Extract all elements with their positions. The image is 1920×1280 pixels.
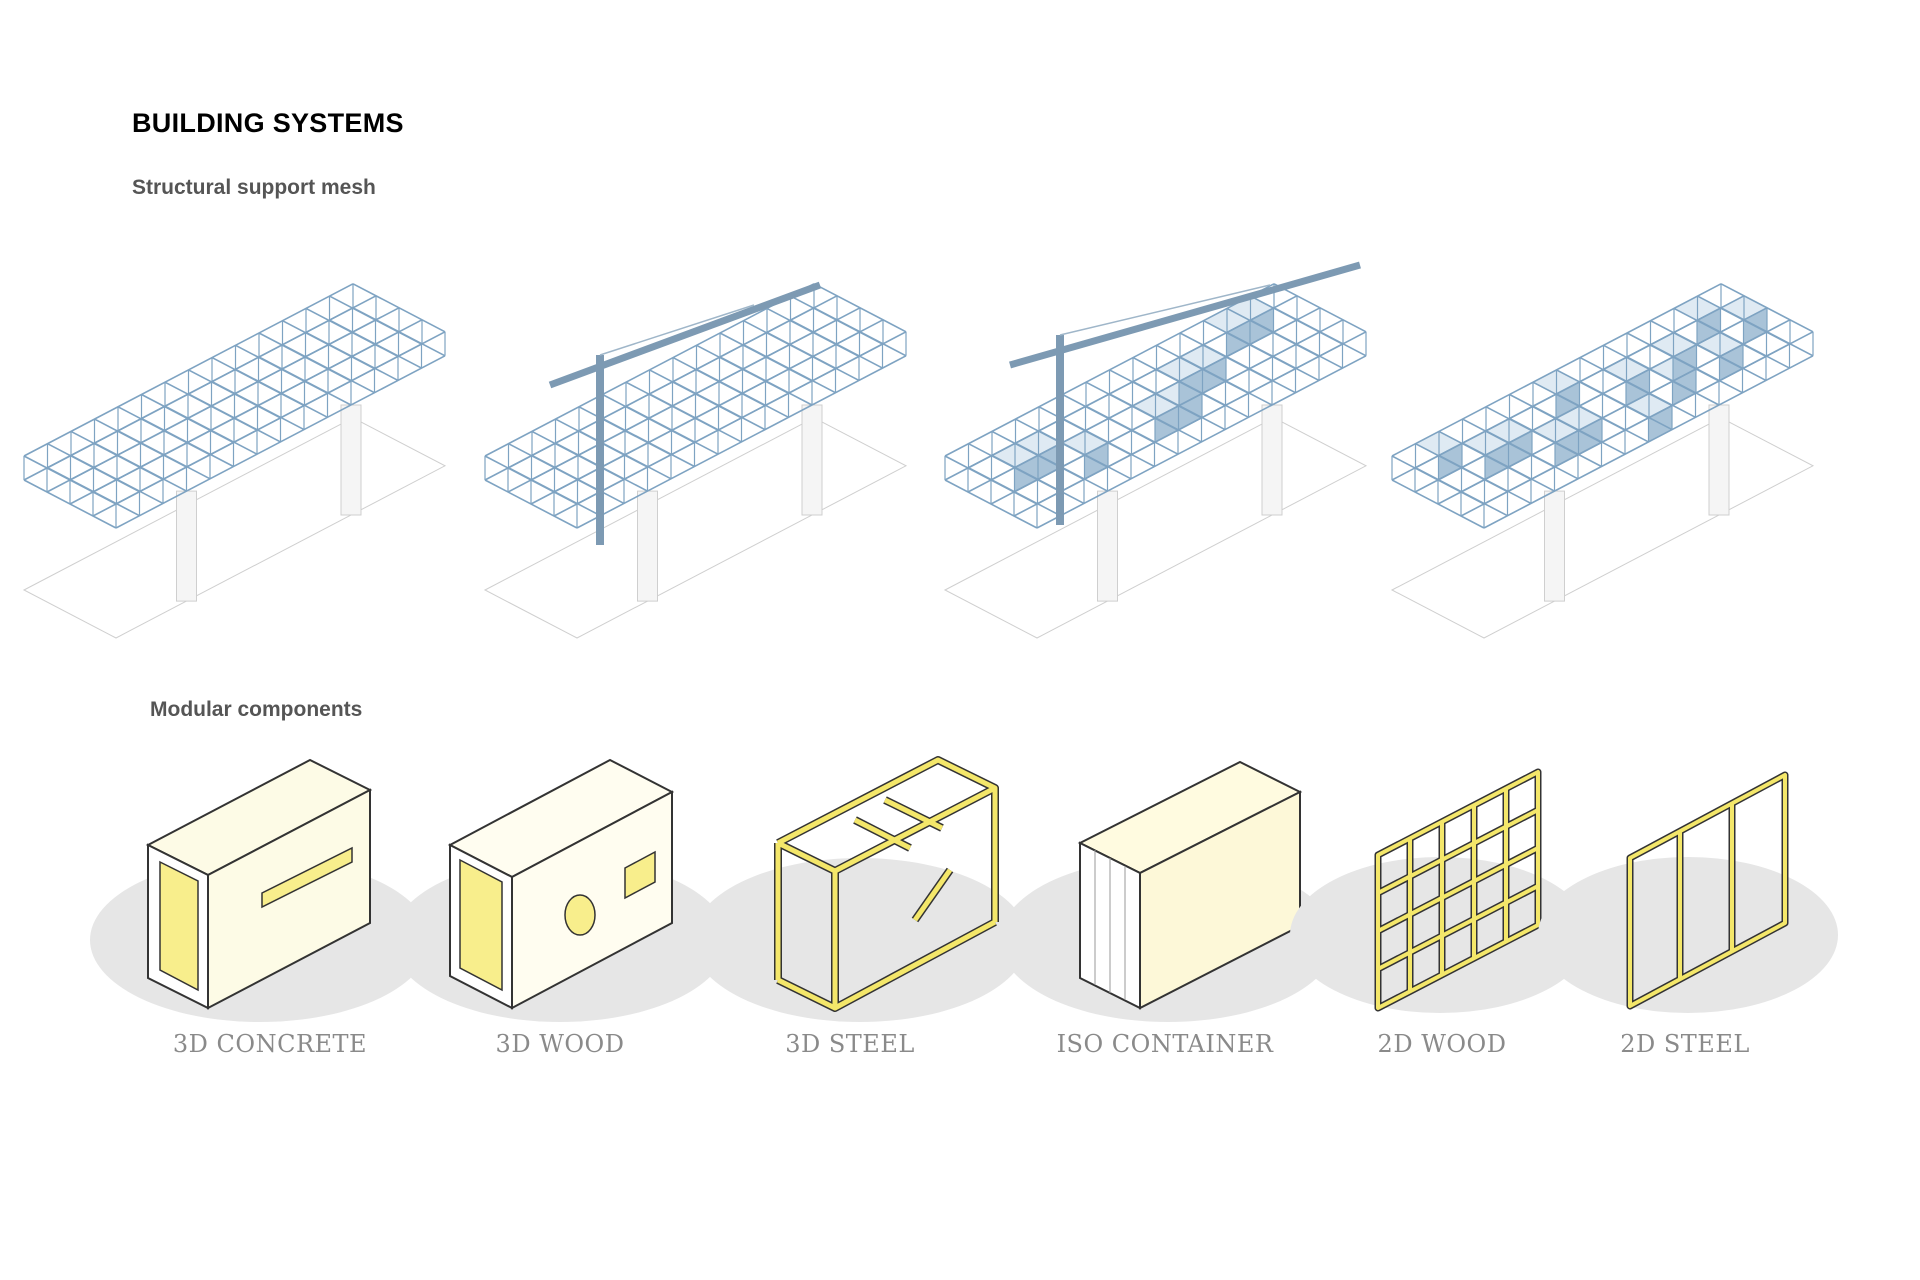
mesh-stage-1	[22, 283, 447, 639]
steel-panel-illustration	[1538, 771, 1838, 1013]
steel-frame-module-illustration	[692, 756, 1028, 1022]
label-iso-container: ISO CONTAINER	[1056, 1030, 1274, 1058]
mesh-stage-4	[1390, 283, 1815, 639]
concrete-module-illustration	[90, 758, 430, 1022]
section-title-mesh: Structural support mesh	[132, 176, 376, 199]
label-2d-steel: 2D STEEL	[1620, 1030, 1750, 1058]
wood-panel-illustration	[1290, 768, 1590, 1013]
label-3d-wood: 3D WOOD	[495, 1030, 625, 1058]
page-title: BUILDING SYSTEMS	[132, 108, 404, 138]
label-3d-concrete: 3D CONCRETE	[172, 1030, 368, 1058]
mesh-stage-3	[943, 261, 1368, 639]
iso-container-illustration	[1000, 760, 1336, 1022]
wood-module-illustration	[392, 758, 728, 1022]
section-title-modular: Modular components	[150, 698, 363, 721]
mesh-stage-2	[483, 281, 908, 639]
label-3d-steel: 3D STEEL	[785, 1030, 915, 1058]
label-2d-wood: 2D WOOD	[1377, 1030, 1507, 1058]
